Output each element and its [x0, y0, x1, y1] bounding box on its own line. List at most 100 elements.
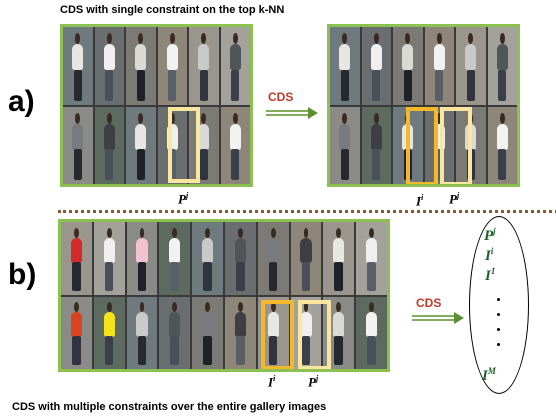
person-thumbnail	[189, 27, 219, 105]
person-thumbnail	[159, 222, 191, 295]
double-arrow-icon	[412, 312, 464, 324]
cds-label-b: CDS	[416, 296, 442, 310]
person-legs	[231, 149, 240, 181]
person-legs	[301, 336, 311, 366]
person-head	[237, 227, 243, 238]
person-thumbnail	[94, 27, 124, 105]
person-head	[373, 112, 379, 124]
person-head	[201, 112, 207, 124]
person-torso	[366, 237, 378, 263]
label-sup: i	[490, 246, 494, 256]
person-torso	[72, 123, 84, 150]
person-torso	[135, 123, 147, 150]
person-thumbnail	[257, 222, 289, 295]
person-head	[499, 112, 505, 124]
person-torso	[166, 44, 178, 71]
person-head	[270, 302, 276, 313]
person-legs	[105, 149, 114, 181]
person-torso	[103, 44, 115, 71]
person-thumbnail	[126, 222, 158, 295]
person-torso	[433, 44, 445, 71]
person-legs	[73, 149, 82, 181]
person-head	[468, 33, 474, 45]
person-thumbnail	[424, 27, 454, 105]
person-torso	[136, 237, 148, 263]
person-thumbnail	[323, 296, 355, 369]
person-legs	[137, 336, 147, 366]
person-head	[468, 112, 474, 124]
person-torso	[234, 312, 246, 338]
person-torso	[234, 237, 246, 263]
person-head	[73, 227, 79, 238]
person-torso	[267, 312, 279, 338]
query-label-a-right: Ii	[416, 193, 423, 209]
person-torso	[402, 123, 414, 150]
person-head	[106, 227, 112, 238]
person-legs	[466, 149, 475, 181]
person-thumbnail	[361, 106, 391, 184]
label-base: I	[268, 374, 274, 390]
person-legs	[340, 69, 349, 101]
person-head	[169, 112, 175, 124]
person-thumbnail	[456, 106, 486, 184]
person-thumbnail	[487, 27, 517, 105]
section-b-label: b)	[8, 258, 37, 291]
label-base: P	[308, 374, 316, 390]
person-torso	[72, 44, 84, 71]
person-thumbnail	[61, 222, 92, 295]
gallery-grid	[63, 27, 250, 184]
person-thumbnail	[456, 27, 486, 105]
person-thumbnail	[220, 27, 250, 105]
person-thumbnail	[290, 222, 322, 295]
person-thumbnail	[224, 296, 256, 369]
person-torso	[166, 123, 178, 150]
person-head	[172, 227, 178, 238]
person-legs	[104, 336, 114, 366]
person-thumbnail	[93, 222, 125, 295]
person-head	[336, 227, 342, 238]
person-legs	[466, 69, 475, 101]
section-a-label: a)	[8, 85, 35, 118]
person-head	[270, 227, 276, 238]
person-thumbnail	[330, 106, 360, 184]
person-head	[436, 33, 442, 45]
person-thumbnail	[356, 296, 387, 369]
person-legs	[72, 261, 81, 291]
person-thumbnail	[330, 27, 360, 105]
person-thumbnail	[361, 27, 391, 105]
person-legs	[334, 261, 344, 291]
person-torso	[402, 44, 414, 71]
person-torso	[202, 312, 214, 338]
person-thumbnail	[323, 222, 355, 295]
person-legs	[435, 69, 444, 101]
person-head	[369, 227, 375, 238]
person-torso	[300, 237, 312, 263]
person-torso	[433, 123, 445, 150]
label-base: P	[484, 228, 494, 244]
person-head	[205, 302, 211, 313]
person-torso	[135, 44, 147, 71]
double-arrow-icon	[266, 107, 318, 119]
probe-label-b: Pj	[308, 374, 318, 390]
person-thumbnail	[393, 106, 423, 184]
person-torso	[267, 237, 279, 263]
label-base: I	[485, 248, 491, 264]
person-legs	[403, 149, 412, 181]
person-torso	[333, 237, 345, 263]
person-legs	[105, 69, 114, 101]
person-thumbnail	[192, 296, 223, 369]
person-thumbnail	[356, 222, 387, 295]
person-thumbnail	[192, 222, 223, 295]
gallery-b	[58, 219, 390, 372]
person-thumbnail	[126, 106, 156, 184]
ranked-item: IM	[482, 366, 496, 385]
person-head	[336, 302, 342, 313]
person-torso	[169, 312, 181, 338]
person-head	[342, 112, 348, 124]
person-legs	[199, 149, 208, 181]
person-legs	[435, 149, 444, 181]
person-legs	[231, 69, 240, 101]
gallery-a-right	[327, 24, 520, 187]
person-head	[237, 302, 243, 313]
person-torso	[465, 123, 477, 150]
